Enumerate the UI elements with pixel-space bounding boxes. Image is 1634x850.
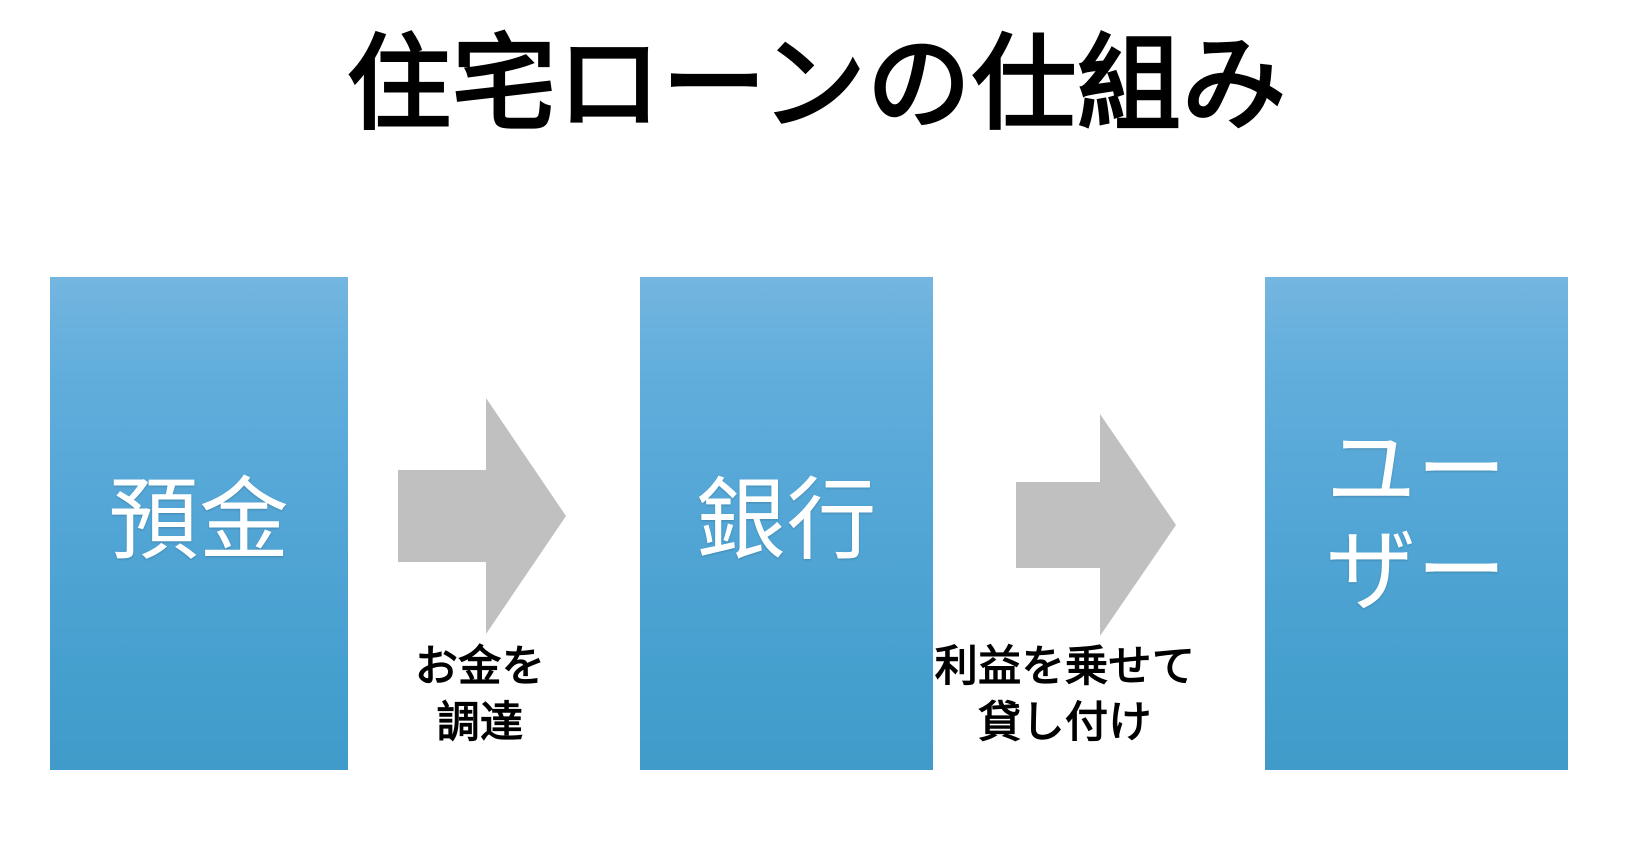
flow-node-deposit-label: 預金 — [108, 470, 290, 571]
arrow-right-icon-bank-to-user — [1016, 414, 1176, 636]
arrow-right-icon-deposit-to-bank — [398, 398, 566, 634]
flow-node-bank-label: 銀行 — [696, 470, 877, 571]
flow-node-user[interactable]: ユー ザー — [1265, 277, 1568, 770]
flow-node-bank[interactable]: 銀行 — [640, 277, 933, 770]
flow-node-deposit[interactable]: 預金 — [50, 277, 348, 770]
arrow-caption-deposit-to-bank: お金を 調達 — [414, 643, 546, 747]
page-title: 住宅ローンの仕組み — [346, 27, 1288, 143]
flow-node-user-label: ユー ザー — [1326, 420, 1507, 622]
arrow-caption-bank-to-user: 利益を乗せて 貸し付け — [934, 643, 1196, 747]
